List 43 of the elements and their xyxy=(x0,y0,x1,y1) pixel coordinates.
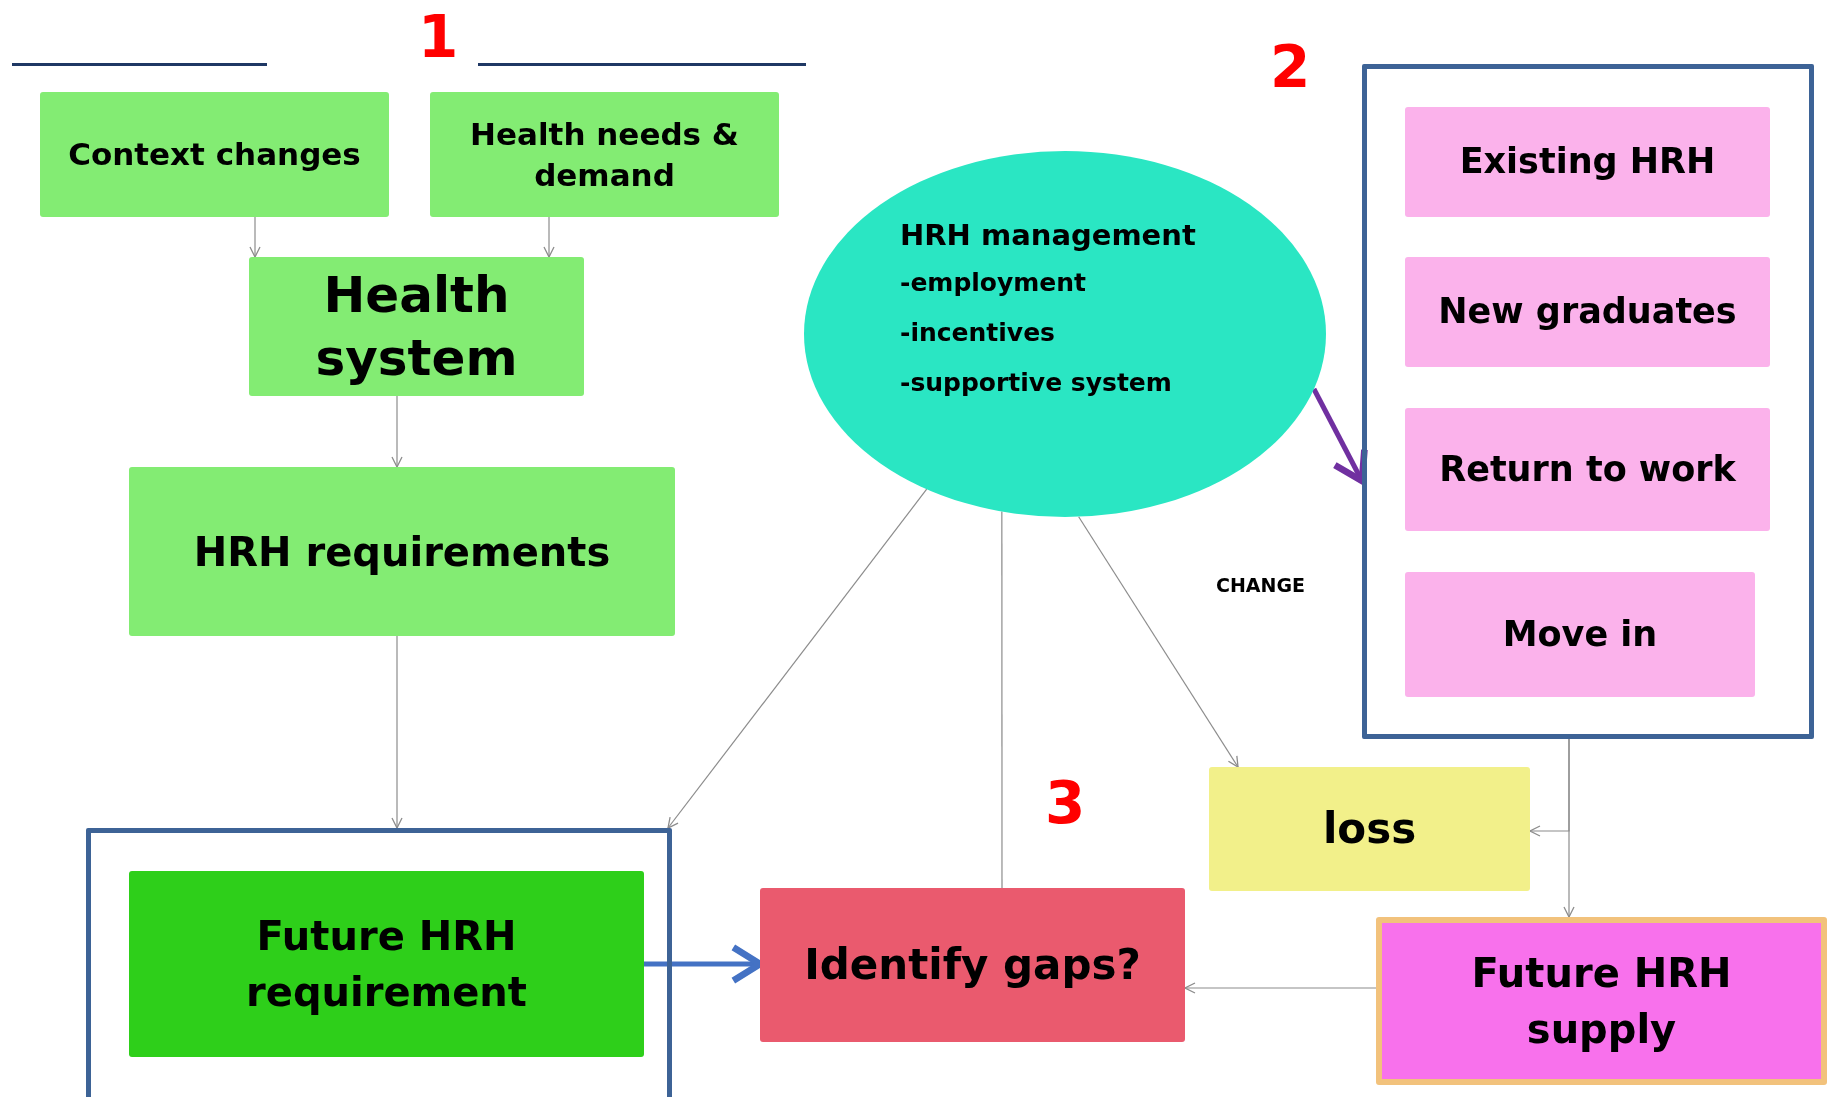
arrow xyxy=(1311,387,1368,485)
node-label: Health system xyxy=(314,265,519,389)
node-heading: HRH management xyxy=(900,217,1196,254)
node-text: -incentives xyxy=(900,316,1055,349)
process-box xyxy=(129,467,675,636)
node-label: loss xyxy=(1322,802,1417,855)
node-label: New graduates xyxy=(1438,290,1737,334)
process-box xyxy=(1405,257,1770,367)
node-label: Return to work xyxy=(1439,447,1736,491)
process-box xyxy=(760,888,1185,1042)
node-text: -employment xyxy=(900,266,1087,299)
process-box xyxy=(1405,408,1770,531)
node-label: Context changes xyxy=(68,135,361,175)
arrow xyxy=(1184,982,1377,994)
process-box xyxy=(129,871,644,1057)
node-text: -supportive system xyxy=(900,366,1172,399)
group-frame xyxy=(1362,64,1814,739)
node-label: HRH requirements xyxy=(193,527,611,577)
process-box xyxy=(430,92,779,217)
arrow xyxy=(543,216,555,258)
process-box xyxy=(1405,107,1770,217)
group-frame xyxy=(86,828,672,1097)
arrow xyxy=(249,216,261,258)
node-label: Future HRH supply xyxy=(1470,949,1733,1054)
arrow xyxy=(667,488,928,829)
node-label: Existing HRH xyxy=(1459,140,1716,184)
node-label: Identify gaps? xyxy=(804,938,1141,991)
note-text: CHANGE xyxy=(1216,576,1306,595)
arrow xyxy=(1563,738,1575,918)
process-box xyxy=(249,257,584,396)
arrow xyxy=(391,635,403,829)
process-box xyxy=(1209,767,1530,891)
arrow xyxy=(391,395,403,468)
section-number: 3 xyxy=(1045,774,1086,832)
process-box xyxy=(40,92,389,217)
node-label: Move in xyxy=(1502,612,1658,656)
node-label: Future HRH requirement xyxy=(245,912,528,1017)
section-number: 2 xyxy=(1270,38,1311,96)
node-label: Health needs & demand xyxy=(469,115,740,195)
process-box xyxy=(1376,917,1827,1085)
arrow xyxy=(1078,516,1239,768)
process-box xyxy=(1405,572,1755,697)
section-number: 1 xyxy=(418,8,459,66)
